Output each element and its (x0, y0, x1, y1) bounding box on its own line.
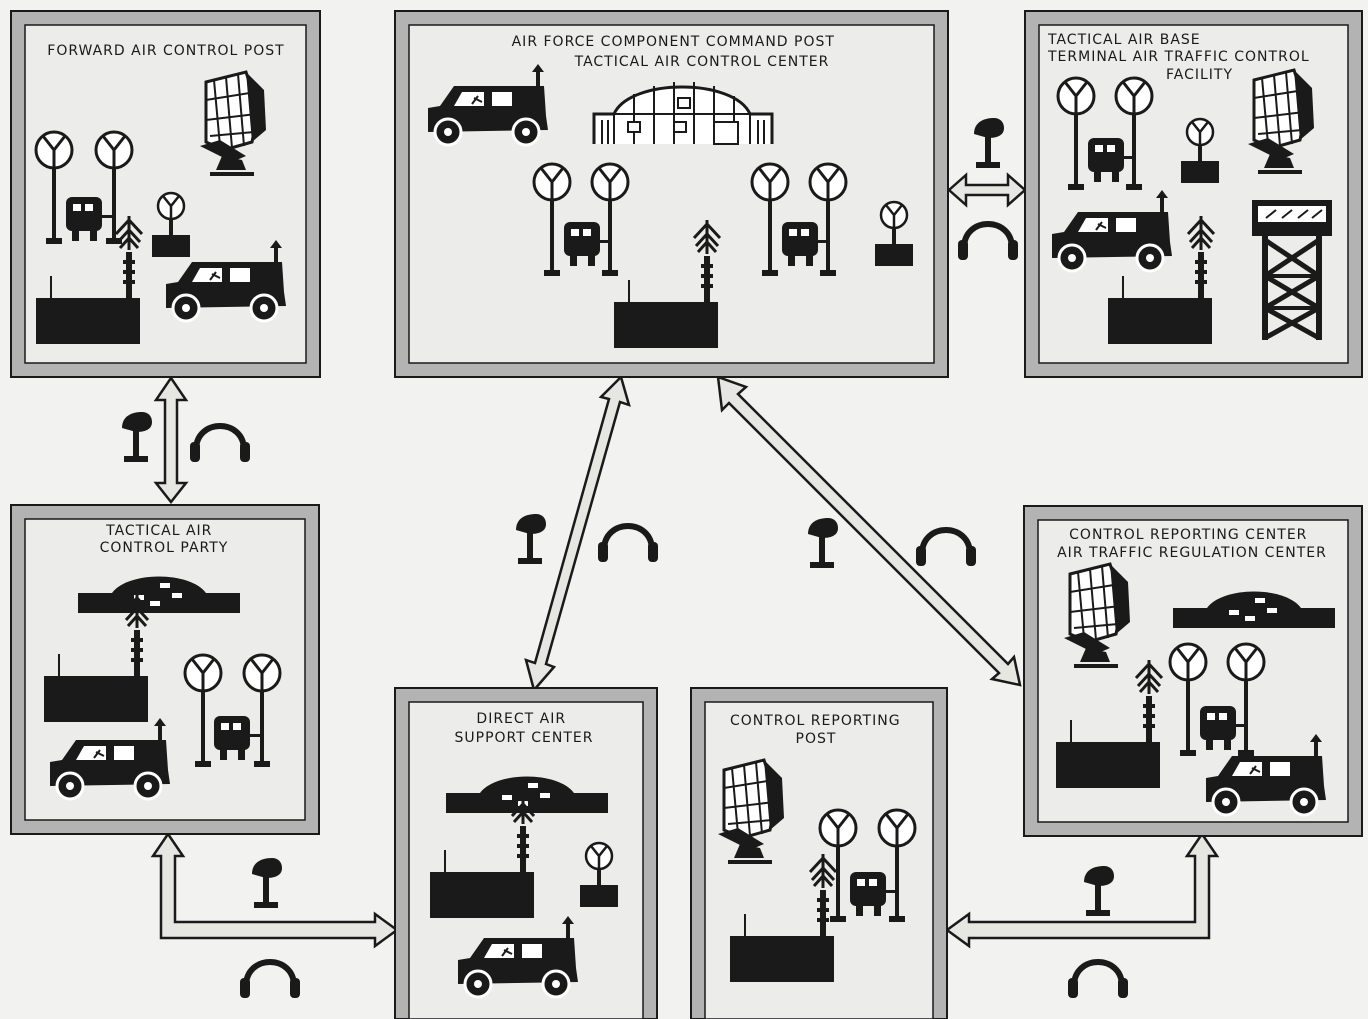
node-title: DIRECT AIR SUPPORT CENTER (455, 711, 594, 746)
node-title: CONTROL REPORTING POST (730, 713, 906, 747)
headset-icon (598, 526, 658, 562)
node-direct-air-support-center: DIRECT AIR SUPPORT CENTER (394, 687, 658, 1019)
link-afccp-tab (947, 172, 1027, 208)
node-control-reporting-center: CONTROL REPORTING CENTER AIR TRAFFIC REG… (1023, 505, 1363, 837)
microphone-icon (516, 514, 546, 564)
headset-icon (916, 530, 976, 566)
microphone-icon (974, 118, 1004, 168)
microphone-icon (252, 858, 282, 908)
link-facp-tacp (153, 375, 189, 505)
node-title: AIR FORCE COMPONENT COMMAND POST TACTICA… (512, 34, 841, 70)
node-tactical-air-control-party: TACTICAL AIR CONTROL PARTY (10, 504, 320, 835)
headset-icon (1068, 962, 1128, 998)
node-air-force-component-command-post: AIR FORCE COMPONENT COMMAND POST TACTICA… (394, 10, 949, 378)
node-tactical-air-base: TACTICAL AIR BASE TERMINAL AIR TRAFFIC C… (1024, 10, 1363, 378)
microphone-icon (1084, 866, 1114, 916)
headset-icon (958, 224, 1018, 260)
link-tacp-dasc (150, 831, 400, 949)
microphone-icon (808, 518, 838, 568)
link-crp-crc (944, 831, 1220, 949)
node-title: FORWARD AIR CONTROL POST (47, 43, 284, 59)
link-afccp-crc (716, 375, 1022, 687)
headset-icon (240, 962, 300, 998)
node-title: TACTICAL AIR CONTROL PARTY (100, 523, 229, 556)
microphone-icon (122, 412, 152, 462)
node-title: CONTROL REPORTING CENTER AIR TRAFFIC REG… (1057, 527, 1327, 561)
node-forward-air-control-post: FORWARD AIR CONTROL POST (10, 10, 321, 378)
node-control-reporting-post: CONTROL REPORTING POST (690, 687, 948, 1019)
headset-icon (190, 426, 250, 462)
node-title: TACTICAL AIR BASE TERMINAL AIR TRAFFIC C… (1047, 32, 1315, 83)
